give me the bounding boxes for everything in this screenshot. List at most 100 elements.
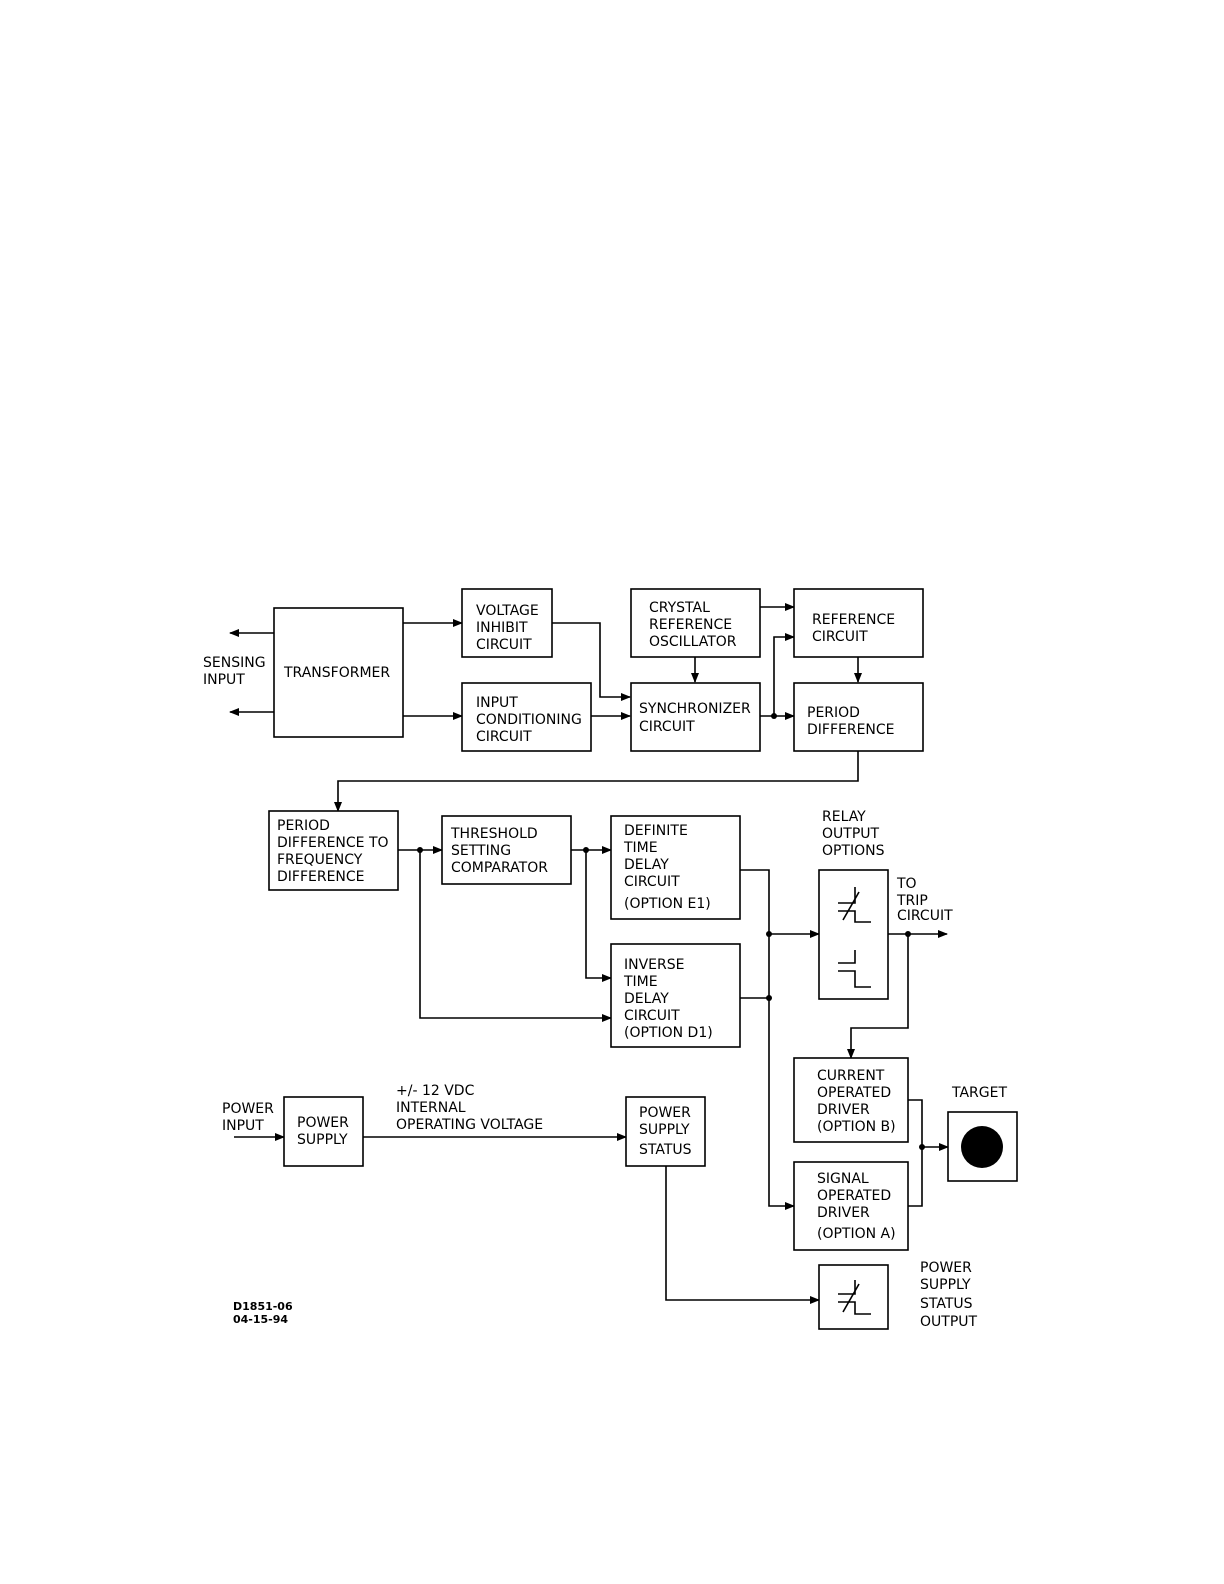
drawing-number: D1851-06	[233, 1300, 293, 1313]
definite-time-delay-block: DEFINITE TIME DELAY CIRCUIT (OPTION E1)	[610, 815, 741, 920]
label-line: INPUT	[222, 1118, 264, 1134]
wire-threshold-inverse-delay	[585, 850, 612, 982]
target-indicator-icon	[961, 1126, 1003, 1168]
power-input-label: POWER INPUT	[222, 1101, 274, 1134]
block-label: PERIOD	[807, 705, 860, 721]
block-label: SYNCHRONIZER	[639, 701, 751, 717]
wire-definite-delay-bus	[740, 869, 795, 1210]
normally-open-contact-icon	[838, 950, 871, 988]
junction-dot	[919, 1144, 925, 1150]
target-label: TARGET	[951, 1085, 1007, 1101]
label-line: SUPPLY	[920, 1277, 971, 1293]
relay-output-block	[818, 869, 889, 1000]
block-label: OPERATED	[817, 1085, 891, 1101]
inverse-time-delay-block: INVERSE TIME DELAY CIRCUIT (OPTION D1)	[610, 943, 741, 1048]
block-label: DIFFERENCE TO	[277, 835, 389, 851]
power-supply-status-output-block	[818, 1264, 889, 1330]
block-label: DELAY	[624, 991, 669, 1007]
block-label: SETTING	[451, 843, 511, 859]
label-line: STATUS	[920, 1296, 973, 1312]
block-label: POWER	[297, 1115, 349, 1131]
internal-voltage-label: +/- 12 VDC INTERNAL OPERATING VOLTAGE	[396, 1083, 543, 1133]
reference-circuit-block: REFERENCE CIRCUIT	[793, 588, 924, 658]
wire-status-output	[665, 1166, 820, 1304]
label-line: TO	[896, 876, 917, 892]
period-to-frequency-block: PERIOD DIFFERENCE TO FREQUENCY DIFFERENC…	[268, 810, 399, 891]
junction-dot	[771, 713, 777, 719]
block-label: TIME	[623, 974, 658, 990]
block-label: DIFFERENCE	[807, 722, 895, 738]
drawing-date: 04-15-94	[233, 1313, 288, 1326]
label-line: INPUT	[203, 672, 245, 688]
synchronizer-block: SYNCHRONIZER CIRCUIT	[630, 682, 761, 752]
block-label: DRIVER	[817, 1205, 870, 1221]
block-label: SIGNAL	[817, 1171, 869, 1187]
block-label: PERIOD	[277, 818, 330, 834]
crystal-oscillator-block: CRYSTAL REFERENCE OSCILLATOR	[630, 588, 761, 658]
block-label: SUPPLY	[297, 1132, 348, 1148]
power-supply-status-output-label: POWER SUPPLY STATUS OUTPUT	[920, 1260, 978, 1330]
block-label: INVERSE	[624, 957, 684, 973]
block-label: CIRCUIT	[624, 874, 680, 890]
connections	[229, 603, 949, 1304]
period-difference-block: PERIOD DIFFERENCE	[793, 682, 924, 752]
block-label: STATUS	[639, 1142, 692, 1158]
block-label: THRESHOLD	[450, 826, 538, 842]
junction-dot	[766, 995, 772, 1001]
block-label: CIRCUIT	[476, 637, 532, 653]
block-label: FREQUENCY	[277, 852, 363, 868]
block-label: INPUT	[476, 695, 518, 711]
block-label: REFERENCE	[812, 612, 895, 628]
current-operated-driver-block: CURRENT OPERATED DRIVER (OPTION B)	[793, 1057, 909, 1143]
normally-closed-contact-icon	[838, 887, 871, 923]
block-label: VOLTAGE	[476, 603, 539, 619]
label-line: SENSING	[203, 655, 266, 671]
signal-operated-driver-block: SIGNAL OPERATED DRIVER (OPTION A)	[793, 1161, 909, 1251]
block-label: OSCILLATOR	[649, 634, 737, 650]
wire-voltage-inhibit-synchronizer	[551, 622, 631, 701]
voltage-inhibit-block: VOLTAGE INHIBIT CIRCUIT	[461, 588, 553, 658]
to-trip-circuit-label: TO TRIP CIRCUIT	[896, 876, 953, 924]
block-label: (OPTION D1)	[624, 1025, 713, 1041]
block-label: TRANSFORMER	[283, 665, 390, 681]
input-conditioning-block: INPUT CONDITIONING CIRCUIT	[461, 682, 592, 752]
normally-closed-contact-icon	[838, 1280, 871, 1315]
block-label: CRYSTAL	[649, 600, 710, 616]
block-label: (OPTION B)	[817, 1119, 896, 1135]
block-label: CIRCUIT	[624, 1008, 680, 1024]
label-line: TRIP	[896, 893, 928, 909]
block-label: OPERATED	[817, 1188, 891, 1204]
block-label: POWER	[639, 1105, 691, 1121]
wire-frequency-inverse-delay	[419, 850, 612, 1022]
label-line: OUTPUT	[822, 826, 880, 842]
wire-synchronizer-reference	[773, 633, 795, 716]
block-label: DELAY	[624, 857, 669, 873]
block-label: SUPPLY	[639, 1122, 690, 1138]
block-label: INHIBIT	[476, 620, 528, 636]
threshold-comparator-block: THRESHOLD SETTING COMPARATOR	[441, 815, 572, 885]
label-line: OPERATING VOLTAGE	[396, 1117, 543, 1133]
label-line: RELAY	[822, 809, 866, 825]
block-label: CURRENT	[817, 1068, 885, 1084]
block-label: DIFFERENCE	[277, 869, 365, 885]
block-label: COMPARATOR	[451, 860, 548, 876]
block-label: TIME	[623, 840, 658, 856]
block-label: (OPTION E1)	[624, 896, 711, 912]
junction-dot	[766, 931, 772, 937]
block-label: REFERENCE	[649, 617, 732, 633]
block-label: CIRCUIT	[476, 729, 532, 745]
wire-period-difference-to-frequency	[334, 751, 859, 812]
wire-trip-current-driver	[847, 934, 909, 1059]
label-line: INTERNAL	[396, 1100, 466, 1116]
label-line: POWER	[920, 1260, 972, 1276]
label-line: TARGET	[951, 1085, 1007, 1101]
block-label: CONDITIONING	[476, 712, 582, 728]
wire-drivers-join	[908, 1099, 923, 1207]
power-supply-block: POWER SUPPLY	[283, 1096, 364, 1167]
label-line: OUTPUT	[920, 1314, 978, 1330]
sensing-input-label: SENSING INPUT	[203, 655, 266, 688]
label-line: POWER	[222, 1101, 274, 1117]
transformer-block: TRANSFORMER	[273, 607, 404, 738]
label-line: +/- 12 VDC	[396, 1083, 475, 1099]
